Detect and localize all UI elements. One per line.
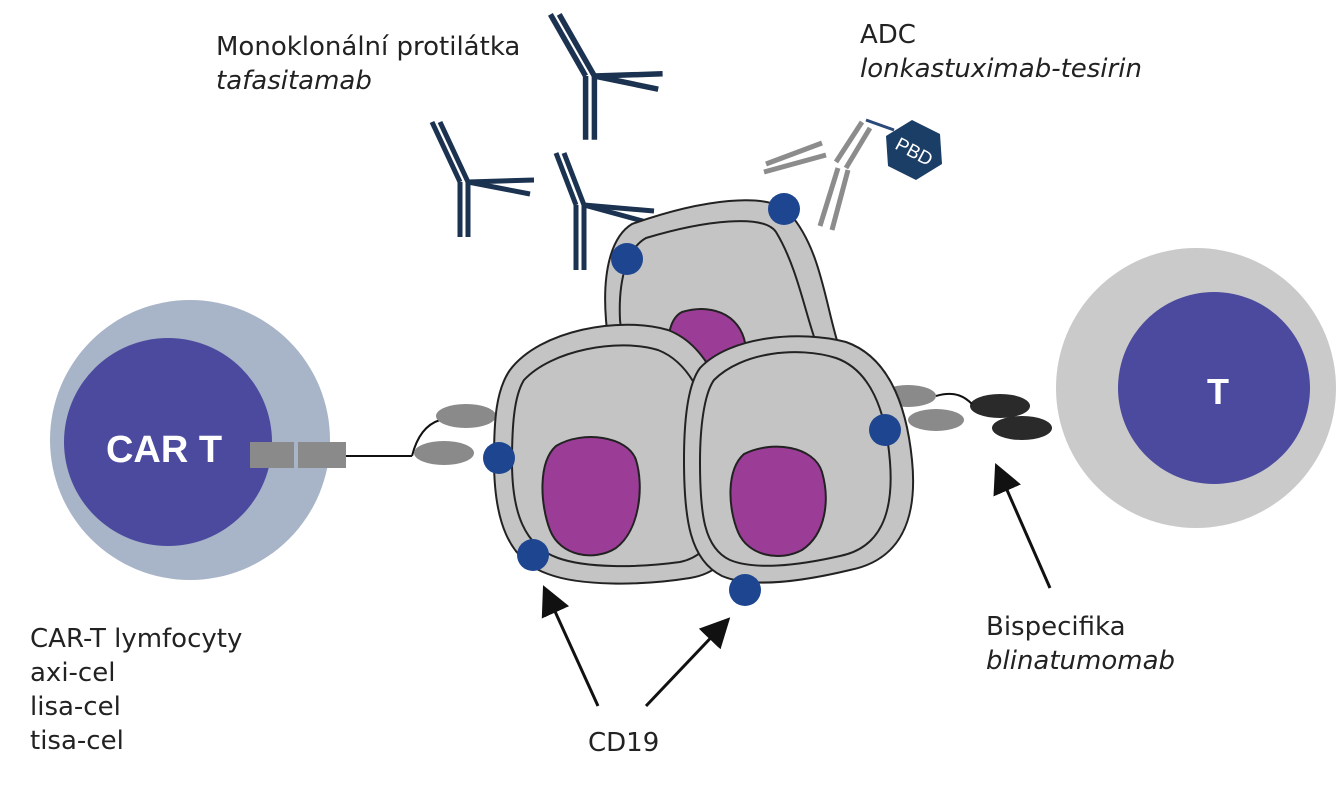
cd19-marker — [483, 442, 515, 474]
label-adc-title: ADC — [860, 20, 916, 50]
antibody-icon — [429, 120, 535, 237]
label-cart-drug: tisa-cel — [30, 726, 124, 756]
label-bispecific-drug: blinatumomab — [986, 646, 1176, 676]
tumor-cell-right — [682, 335, 915, 584]
cd19-marker — [611, 243, 643, 275]
arrow-bispecific — [993, 463, 1052, 589]
antibody-icon — [548, 13, 663, 140]
adc-linker — [865, 118, 895, 132]
cart-cell: CAR T — [50, 300, 330, 580]
adc-antibody-icon — [763, 120, 873, 231]
label-cd19-title: CD19 — [588, 728, 660, 758]
car-receptor — [250, 404, 496, 468]
label-cart: CAR-T lymfocyty axi-cel lisa-cel tisa-ce… — [30, 622, 242, 758]
arrow-cd19-right — [644, 617, 731, 708]
cd19-markers — [483, 193, 901, 606]
label-cart-drug: axi-cel — [30, 658, 116, 688]
cd19-marker — [517, 539, 549, 571]
label-bispecific-title: Bispecifika — [986, 612, 1126, 642]
arrow-cd19-left — [541, 585, 600, 707]
label-monoclonal-title: Monoklonální protilátka — [216, 32, 521, 62]
label-adc-drug: lonkastuximab-tesirin — [860, 54, 1142, 84]
tumor-cell-left — [492, 323, 742, 585]
cd19-marker — [869, 414, 901, 446]
t-cell: T — [1056, 248, 1336, 528]
cart-cell-label: CAR T — [106, 429, 222, 471]
label-monoclonal-drug: tafasitamab — [216, 66, 372, 96]
t-cell-label: T — [1207, 371, 1229, 412]
label-cart-drug: lisa-cel — [30, 692, 121, 722]
label-bispecific: Bispecifika blinatumomab — [986, 610, 1175, 678]
label-adc: ADC lonkastuximab-tesirin — [860, 18, 1142, 86]
cd19-marker — [729, 574, 761, 606]
label-cd19: CD19 — [588, 726, 659, 760]
label-monoclonal: Monoklonální protilátka tafasitamab — [216, 30, 520, 98]
antibody-icon — [553, 152, 655, 270]
label-cart-title: CAR-T lymfocyty — [30, 624, 243, 654]
pbd-payload-icon: PBD — [886, 120, 942, 180]
cd19-marker — [768, 193, 800, 225]
